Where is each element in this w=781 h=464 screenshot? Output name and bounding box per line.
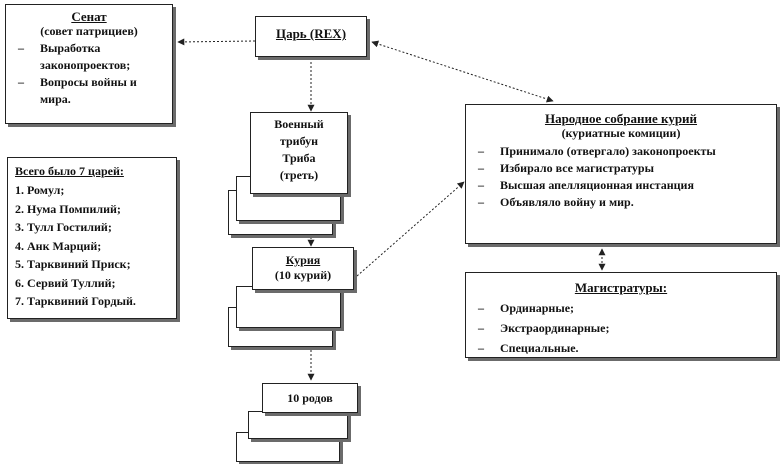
- senate-title: Сенат: [71, 9, 107, 24]
- list-item: Специальные.: [472, 338, 770, 358]
- curia-title: Курия: [285, 253, 321, 267]
- list-item: 2. Нума Помпилий;: [15, 201, 121, 216]
- senate-box: Сенат (совет патрициев) Выработка законо…: [5, 4, 173, 124]
- list-item: 5. Тарквиний Приск;: [15, 257, 131, 271]
- clans-stack-back-1: [248, 411, 348, 439]
- list-item: Принимало (отвергало) законопроекты: [472, 143, 770, 160]
- king-box: Царь (REX): [255, 16, 367, 57]
- list-item: Избирало все магистратуры: [472, 160, 770, 177]
- clans-title: 10 родов: [287, 391, 333, 405]
- kings-list-box: Всего было 7 царей: 1. Ромул; 2. Нума По…: [7, 157, 177, 319]
- assembly-box: Народное собрание курий (куриатные комиц…: [465, 104, 777, 244]
- senate-subtitle: (совет патрициев): [40, 24, 138, 38]
- list-item: Высшая апелляционная инстанция: [472, 177, 770, 194]
- tribune-line: Триба: [282, 151, 316, 165]
- curia-box: Курия (10 курий): [252, 247, 354, 290]
- list-item: Вопросы войны и мира.: [12, 74, 166, 108]
- kings-list-title: Всего было 7 царей:: [15, 164, 124, 178]
- list-item: Ординарные;: [472, 298, 770, 318]
- king-title: Царь (REX): [275, 26, 347, 41]
- magistrates-title: Магистратуры:: [574, 280, 668, 295]
- list-item: 7. Тарквиний Гордый.: [15, 294, 136, 308]
- assembly-functions-list: Принимало (отвергало) законопроекты Изби…: [472, 143, 770, 211]
- kings-list: 1. Ромул; 2. Нума Помпилий; 3. Тулл Гост…: [15, 181, 169, 311]
- magistrates-list: Ординарные; Экстраординарные; Специальны…: [472, 298, 770, 358]
- arrow-curia-to-assembly: [356, 181, 465, 277]
- arrow-king-to-senate: [177, 38, 256, 46]
- tribune-line: Военный: [274, 117, 324, 131]
- assembly-title: Народное собрание курий: [544, 111, 698, 126]
- list-item: 3. Тулл Гостилий;: [15, 220, 112, 234]
- clans-box: 10 родов: [262, 383, 358, 413]
- curia-stack-back-1: [236, 286, 341, 328]
- list-item: Экстраординарные;: [472, 318, 770, 338]
- list-item: Объявляло войну и мир.: [472, 194, 770, 211]
- tribune-line: трибун: [279, 134, 319, 148]
- list-item: Выработка законопроектов;: [12, 40, 166, 74]
- list-item: 6. Сервий Туллий;: [15, 275, 116, 290]
- curia-subtitle: (10 курий): [274, 268, 332, 282]
- magistrates-box: Магистратуры: Ординарные; Экстраординарн…: [465, 272, 777, 358]
- assembly-subtitle: (куриатные комиции): [561, 126, 681, 140]
- arrow-king-assembly: [371, 40, 554, 103]
- list-item: 4. Анк Марций;: [15, 238, 102, 253]
- list-item: 1. Ромул;: [15, 183, 65, 197]
- senate-functions-list: Выработка законопроектов; Вопросы войны …: [12, 40, 166, 108]
- tribune-line: (треть): [279, 168, 319, 182]
- tribune-box: Военный трибун Триба (треть): [250, 112, 348, 194]
